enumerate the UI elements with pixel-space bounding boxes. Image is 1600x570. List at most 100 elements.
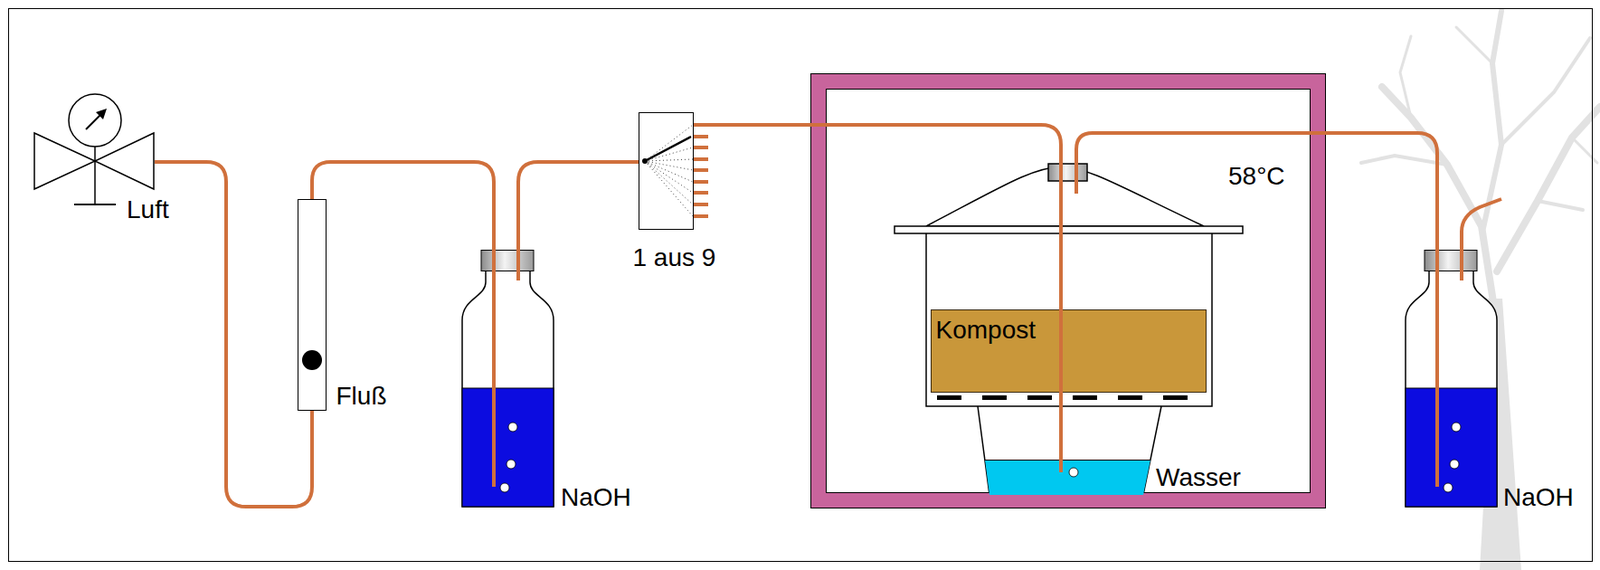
plate-slot [1163,395,1188,400]
gas-bubble [1069,467,1079,477]
naoh-bottle: NaOH [1404,249,1498,508]
water-surface [984,459,1151,461]
port-stub [693,214,709,218]
flow-meter-ball [302,350,322,370]
selector-pointer [644,136,692,161]
naoh-bottle: NaOH [461,249,555,508]
lid-knob [1048,163,1088,181]
outlet-tube [516,249,521,281]
port-stub [693,168,709,172]
naoh-solution [462,388,554,507]
port-stub [693,202,709,207]
node-label: Kompost [936,315,1037,345]
valve-half [34,132,95,190]
node-label: Fluß [336,381,388,411]
gauge-needle-head [95,108,107,120]
gas-bubble [1451,422,1461,432]
node-label: 58°C [1228,161,1286,191]
tube-connector [154,161,313,507]
tube-connector [693,124,1061,460]
port-stub [693,134,709,139]
incubator: 58°C KompostWasser [811,74,1326,508]
water-bath: Wasser [984,459,1151,495]
selector-option [644,160,693,193]
bottle-outline [462,270,554,507]
desiccator [894,163,1243,495]
node-label: Luft [126,195,170,225]
perforated-plate [937,395,1188,400]
outer-frame [9,9,1593,562]
gas-bubble [1449,459,1459,469]
plate-slot [1117,395,1143,400]
funnel [977,406,1162,495]
desiccator-body [926,233,1212,407]
tree-branch [1400,36,1411,118]
tree-branch [1537,200,1583,210]
plate-slot [1027,395,1052,400]
tree-branch [1501,37,1591,145]
naoh-bottle-shape [461,249,555,508]
tube-connector [312,161,494,250]
selector-ports [693,124,709,217]
bottle-cap [1424,250,1477,272]
compost-layer: Kompost [930,309,1207,393]
exhaust-tube [1461,198,1502,250]
selector-option [644,160,693,171]
inlet-tube [1435,249,1440,487]
port-stub [693,190,709,195]
gas-bubble [1443,482,1453,493]
desiccator-lid [926,166,1204,227]
valve-base [74,203,116,206]
outlet-tube [1459,249,1464,281]
inlet-tube [492,249,496,487]
port-stub [693,123,709,127]
selector-option [644,160,693,205]
selector-pivot [642,158,648,164]
valve-selector: 1 aus 9 [638,112,694,230]
bottle-cap [481,250,534,272]
port-stub [693,145,709,150]
air-valve: Luft [33,90,155,227]
pressure-gauge [68,94,122,147]
water-fill [984,459,1151,495]
tree-branch [1496,106,1600,272]
node-label: NaOH [1503,482,1574,512]
bottle-outline [1405,270,1497,507]
node-label: NaOH [560,482,632,512]
inlet-tube [1059,459,1063,473]
desiccator-rim [894,226,1243,234]
gas-bubble [506,459,516,469]
plate-slot [982,395,1007,400]
tube-connector [518,161,639,250]
selector-option [644,147,693,161]
tree-branch [1483,10,1502,228]
plate-slot [937,395,962,400]
selector-option [644,124,693,161]
tree-branch [1456,27,1493,64]
naoh-solution [1405,388,1497,507]
selector-option [644,160,693,182]
water-bath-shape [984,459,1151,495]
gauge-stem [94,146,96,205]
tree-branch [1571,137,1598,163]
tree-watermark [1361,10,1600,570]
gas-bubble [508,422,518,432]
tube-connector [1325,132,1438,250]
gas-bubble [500,482,510,493]
plate-slot [1072,395,1098,400]
tree-branch [1361,155,1448,165]
port-stub [693,157,709,161]
naoh-bottle-shape [1404,249,1498,508]
selector-option [644,160,693,217]
port-stub [693,179,709,184]
valve-half [94,132,154,190]
flow-meter: Fluß [297,198,327,411]
outlet-tube [1076,132,1326,194]
selector-option [644,159,693,161]
node-label: Wasser [1155,463,1241,493]
